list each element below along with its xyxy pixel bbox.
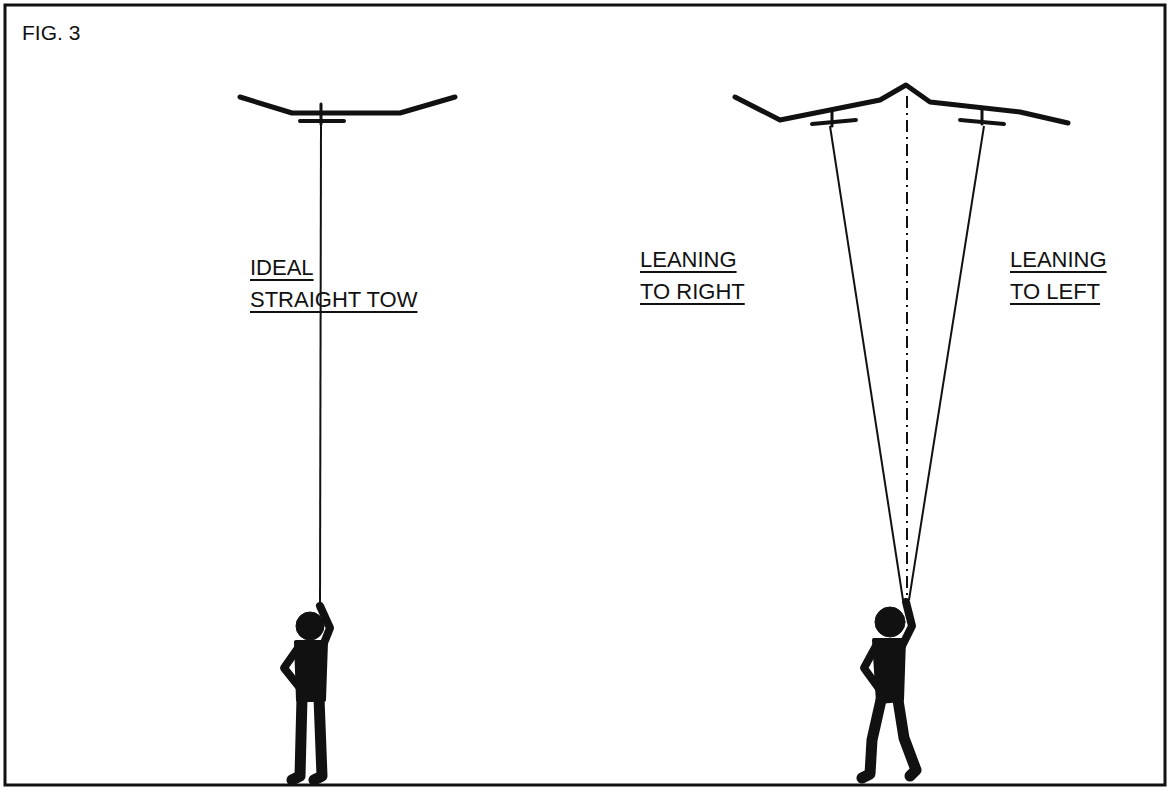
boy-figure (284, 606, 330, 780)
caption-label: LEANING TO LEFT (1010, 244, 1138, 308)
center-line (906, 96, 908, 600)
tow-line (320, 124, 321, 604)
caption-label: IDEAL STRAIGHT TOW (250, 252, 424, 316)
glider-straight (240, 97, 455, 124)
caption-label: LEANING TO RIGHT (640, 244, 768, 308)
frame (5, 5, 1165, 785)
boy-figure (862, 602, 916, 778)
figure-label: FIG. 3 (22, 18, 162, 48)
glider-leaning (735, 85, 1068, 126)
tow-line (830, 126, 903, 600)
tow-line (909, 126, 984, 600)
